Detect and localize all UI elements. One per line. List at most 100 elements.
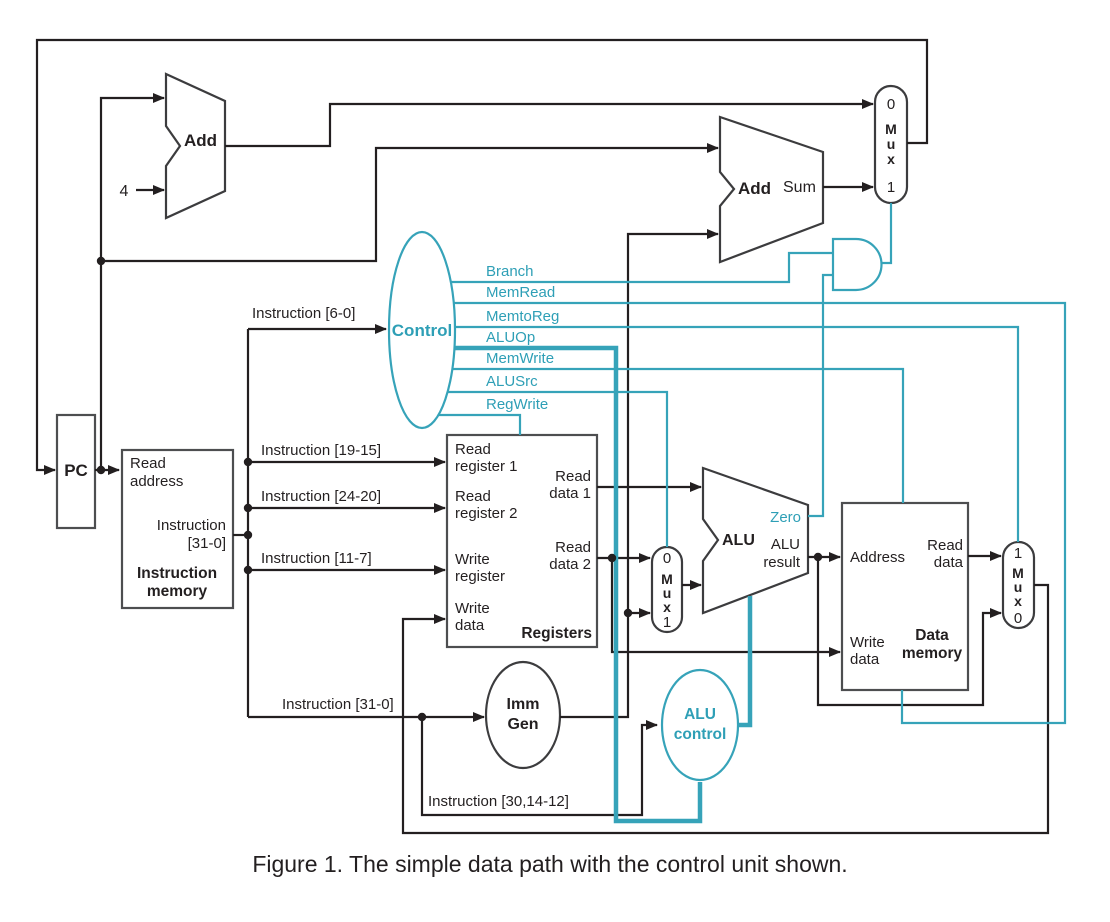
pc-label: PC <box>64 461 88 480</box>
registers-title: Registers <box>521 625 592 642</box>
instr24-20-label: Instruction [24-20] <box>261 488 381 505</box>
instr31-0-label: Instruction [31-0] <box>282 696 394 713</box>
wire-memtoreg <box>455 325 1020 542</box>
reg-readdata2-line2: data 2 <box>549 556 591 573</box>
wire-pc-to-add4 <box>99 93 165 470</box>
imem-output-line1: Instruction <box>157 517 226 534</box>
pc-add-label: Add <box>184 131 217 150</box>
imem-title-line2: memory <box>147 583 208 600</box>
pcsrc-mux-x: x <box>887 151 895 167</box>
alu-label: ALU <box>722 532 755 549</box>
dmem-readdata-line2: data <box>934 554 964 571</box>
wire-writeback-to-registers <box>401 583 1050 835</box>
black-wires <box>35 38 1050 835</box>
sum-label: Sum <box>783 179 816 196</box>
memtoreg-mux-u: u <box>1014 579 1023 595</box>
blocks <box>55 72 1036 782</box>
reg-readreg1-line1: Read <box>455 441 491 458</box>
signal-alusrc: ALUSrc <box>486 373 538 390</box>
junction-instr31-0 <box>417 712 427 722</box>
junction-instr24-20 <box>243 503 253 513</box>
reg-writereg-line1: Write <box>455 551 490 568</box>
signal-memread: MemRead <box>486 284 555 301</box>
memtoreg-mux-input0: 0 <box>1014 610 1022 627</box>
reg-readreg1-line2: register 1 <box>455 458 518 475</box>
branch-add-adder <box>718 115 825 264</box>
wire-alucontrol-to-alu <box>737 596 753 728</box>
wire-pcplus4-to-mux <box>225 99 874 148</box>
reg-readreg2-line2: register 2 <box>455 505 518 522</box>
wire-zero-to-and <box>808 273 833 518</box>
branch-add-label: Add <box>738 179 771 198</box>
wire-aluresult-bypass-to-mux <box>816 557 1002 707</box>
wire-regwrite <box>438 413 522 435</box>
dmem-writedata-line1: Write <box>850 634 885 651</box>
signal-memtoreg: MemtoReg <box>486 308 559 325</box>
alucontrol-label-line1: ALU <box>684 706 716 723</box>
wire-readdata2-to-dmem-writedata <box>610 558 841 657</box>
junction-instr19-15 <box>243 457 253 467</box>
control-label: Control <box>392 321 452 340</box>
alu-result-line1: ALU <box>771 536 800 553</box>
pcsrc-mux-input0: 0 <box>887 96 895 113</box>
alucontrol-label-line2: control <box>674 726 727 743</box>
memtoreg-mux-input1: 1 <box>1014 545 1022 562</box>
pcsrc-mux-input1: 1 <box>887 179 895 196</box>
pcsrc-mux-m: M <box>885 121 897 137</box>
reg-writedata-line2: data <box>455 617 485 634</box>
reg-readdata1-line1: Read <box>555 468 591 485</box>
signal-regwrite: RegWrite <box>486 396 548 413</box>
reg-readdata2-line1: Read <box>555 539 591 556</box>
labels: PC 4 Add Add Sum Read address Instructio… <box>64 96 1024 877</box>
control-wires <box>438 203 1067 824</box>
immgen-label-line2: Gen <box>507 716 538 733</box>
wire-aluop <box>454 345 703 824</box>
wire-memread <box>454 301 1067 725</box>
signal-aluop: ALUOp <box>486 329 535 346</box>
reg-writedata-line1: Write <box>455 600 490 617</box>
alu-result-line2: result <box>763 554 801 571</box>
instr11-7-label: Instruction [11-7] <box>261 550 372 567</box>
signal-memwrite: MemWrite <box>486 350 554 367</box>
wire-memwrite <box>452 367 905 503</box>
pcsrc-mux-u: u <box>887 136 896 152</box>
imem-title-line1: Instruction <box>137 565 217 582</box>
wire-instr30-14-12-to-alucontrol <box>420 717 658 817</box>
alusrc-mux-input0: 0 <box>663 550 671 567</box>
control-ellipse <box>387 230 457 430</box>
reg-readreg2-line1: Read <box>455 488 491 505</box>
imem-read-address-line2: address <box>130 473 183 490</box>
signal-branch: Branch <box>486 263 534 280</box>
dmem-readdata-line1: Read <box>927 537 963 554</box>
junction-aluresult <box>813 552 823 562</box>
wire-pc-feedback <box>35 38 929 475</box>
alusrc-mux-m: M <box>661 571 673 587</box>
pc-add-adder <box>164 72 227 220</box>
dmem-title-line2: memory <box>902 645 963 662</box>
imem-output-line2: [31-0] <box>188 535 226 552</box>
alusrc-mux-u: u <box>663 585 672 601</box>
alusrc-mux-input1: 1 <box>663 614 671 631</box>
instr19-15-label: Instruction [19-15] <box>261 442 381 459</box>
junction-pc-branch <box>96 256 106 266</box>
pc-block <box>55 413 97 530</box>
alu-control-ellipse <box>660 668 740 782</box>
wire-alusrc <box>448 390 669 547</box>
const-four-label: 4 <box>120 183 129 200</box>
registers-block <box>445 433 599 649</box>
figure-caption: Figure 1. The simple data path with the … <box>252 851 847 877</box>
instruction-memory-block <box>120 448 235 610</box>
dmem-address-label: Address <box>850 549 905 566</box>
dmem-title-line1: Data <box>915 627 949 644</box>
junction-pc-out <box>96 465 106 475</box>
data-memory-block <box>840 501 970 692</box>
instr6-0-label: Instruction [6-0] <box>252 305 355 322</box>
junction-dots <box>96 256 823 722</box>
and-gate <box>831 237 883 292</box>
wire-pc-to-branch-add <box>101 143 719 263</box>
instr30-14-12-label: Instruction [30,14-12] <box>428 793 569 810</box>
alu-zero-label: Zero <box>770 509 801 526</box>
memtoreg-mux-x: x <box>1014 593 1022 609</box>
